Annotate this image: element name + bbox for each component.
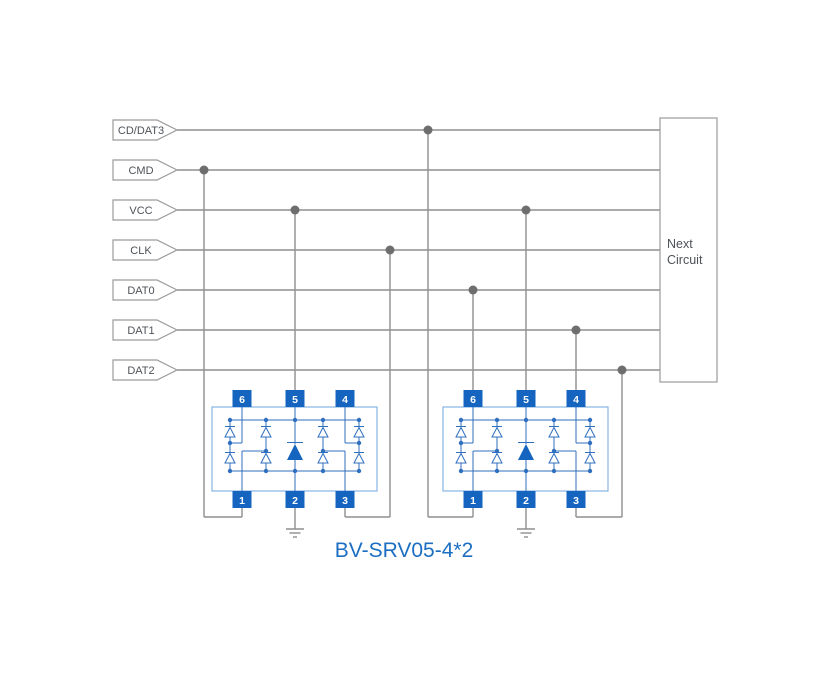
signal-label-dat2: DAT2	[112, 359, 179, 381]
net-gnd-2	[516, 508, 536, 538]
ic2-pin-4	[566, 390, 586, 407]
ground-symbol	[516, 528, 536, 538]
ic2-pin-5-label: 5	[523, 394, 529, 406]
signal-name: DAT1	[127, 325, 154, 337]
signal-name: CMD	[128, 165, 153, 177]
net-dat0	[177, 285, 660, 390]
net-cd-dat3	[177, 125, 660, 518]
ground-symbol	[285, 528, 305, 538]
net-clk	[177, 245, 660, 518]
ic2-pin-5	[516, 390, 536, 407]
ic1-pin-2	[285, 491, 305, 508]
ic2-pin-4-label: 4	[573, 394, 579, 406]
ic2-pin-3-label: 3	[573, 495, 579, 507]
ic1-pin-3	[335, 491, 355, 508]
ic1-pin-2-label: 2	[292, 495, 298, 507]
signal-label-vcc: VCC	[112, 199, 179, 221]
ic2-pin-1-label: 1	[470, 495, 476, 507]
ic1-pin-6-label: 6	[239, 394, 245, 406]
label-arrow-shape	[112, 319, 179, 341]
ic1-pin-1-label: 1	[239, 495, 245, 507]
tvs-ic-1: 6 5 4 1 2 3	[211, 390, 378, 508]
ic2-pin-6-label: 6	[470, 394, 476, 406]
label-arrow-shape	[112, 279, 179, 301]
next-circuit-label-line2: Circuit	[667, 253, 703, 267]
junction-dot	[290, 205, 300, 215]
net-dat1	[177, 325, 660, 390]
junction-dot	[521, 205, 531, 215]
ic1-pin-4	[335, 390, 355, 407]
ic2-pin-1	[463, 491, 483, 508]
signal-label-dat0: DAT0	[112, 279, 179, 301]
next-circuit-block: Next Circuit	[659, 117, 718, 383]
junction-dot	[385, 245, 395, 255]
signal-name: VCC	[129, 205, 152, 217]
ic1-pin-6	[232, 390, 252, 407]
junction-dot	[423, 125, 433, 135]
net-vcc	[177, 205, 660, 390]
ic2-pin-2	[516, 491, 536, 508]
signal-label-clk: CLK	[112, 239, 179, 261]
ic1-pin-5	[285, 390, 305, 407]
signal-name: CLK	[130, 245, 152, 257]
label-arrow-shape	[112, 199, 179, 221]
net-cmd	[177, 165, 660, 518]
junction-dot	[571, 325, 581, 335]
signal-name: DAT0	[127, 285, 154, 297]
label-arrow-shape	[112, 159, 179, 181]
ic2-pin-3	[566, 491, 586, 508]
junction-dot	[199, 165, 209, 175]
ic1-pin-1	[232, 491, 252, 508]
label-arrow-shape	[112, 119, 179, 141]
label-arrow-shape	[112, 359, 179, 381]
signal-label-cmd: CMD	[112, 159, 179, 181]
junction-dot	[468, 285, 478, 295]
ic2-pin-6	[463, 390, 483, 407]
ic1-pin-4-label: 4	[342, 394, 348, 406]
next-circuit-box	[659, 117, 718, 383]
label-arrow-shape	[112, 239, 179, 261]
tvs-ic-2: 6 5 4 1 2 3	[442, 390, 609, 508]
net-gnd-1	[285, 508, 305, 538]
signal-name: DAT2	[127, 365, 154, 377]
signal-label-dat1: DAT1	[112, 319, 179, 341]
signal-name: CD/DAT3	[118, 125, 164, 137]
junction-dot	[617, 365, 627, 375]
next-circuit-label-line1: Next	[667, 237, 693, 251]
diagram-title: BV-SRV05-4*2	[335, 539, 474, 562]
ic1-pin-5-label: 5	[292, 394, 298, 406]
ic1-pin-3-label: 3	[342, 495, 348, 507]
signal-label-cd-dat3: CD/DAT3	[112, 119, 179, 141]
net-dat2	[177, 365, 660, 518]
ic2-pin-2-label: 2	[523, 495, 529, 507]
